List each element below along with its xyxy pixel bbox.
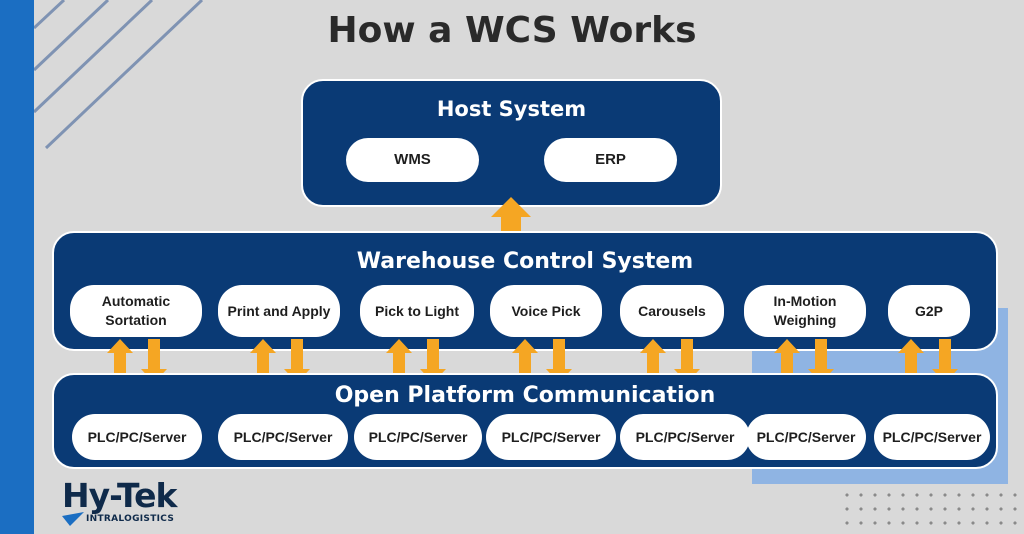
wcs-item-print-and-apply: Print and Apply	[218, 285, 340, 337]
host-system-title: Host System	[436, 97, 587, 121]
opc-node-5: PLC/PC/Server	[620, 414, 750, 460]
hy-tek-logo: Hy-Tek INTRALOGISTICS	[62, 478, 212, 528]
opc-node-6: PLC/PC/Server	[746, 414, 866, 460]
up-arrow-icon	[491, 197, 531, 237]
wcs-item-automatic-sortation: Automatic Sortation	[70, 285, 202, 337]
warehouse-control-system-box: Warehouse Control System Automatic Sorta…	[52, 231, 998, 351]
opc-node-7: PLC/PC/Server	[874, 414, 990, 460]
wcs-title: Warehouse Control System	[356, 249, 694, 274]
wcs-item-voice-pick: Voice Pick	[490, 285, 602, 337]
logo-swoosh-icon	[62, 512, 84, 526]
wcs-item-carousels: Carousels	[620, 285, 724, 337]
opc-node-2: PLC/PC/Server	[218, 414, 348, 460]
host-system-box: Host System WMS ERP	[301, 79, 722, 207]
wms-node: WMS	[346, 138, 479, 182]
open-platform-communication-box: Open Platform Communication PLC/PC/Serve…	[52, 373, 998, 469]
decorative-diagonal-lines	[34, 0, 204, 150]
opc-title: Open Platform Communication	[334, 383, 716, 408]
opc-node-4: PLC/PC/Server	[486, 414, 616, 460]
opc-node-3: PLC/PC/Server	[354, 414, 482, 460]
opc-node-1: PLC/PC/Server	[72, 414, 202, 460]
dot-pattern	[840, 488, 1024, 534]
wcs-item-pick-to-light: Pick to Light	[360, 285, 474, 337]
logo-tagline: INTRALOGISTICS	[86, 514, 175, 524]
left-blue-strip	[0, 0, 34, 534]
wcs-item-in-motion-weighing: In-Motion Weighing	[744, 285, 866, 337]
page-title: How a WCS Works	[327, 10, 697, 51]
logo-wordmark: Hy-Tek	[62, 476, 177, 515]
erp-node: ERP	[544, 138, 677, 182]
wcs-item-g2p: G2P	[888, 285, 970, 337]
